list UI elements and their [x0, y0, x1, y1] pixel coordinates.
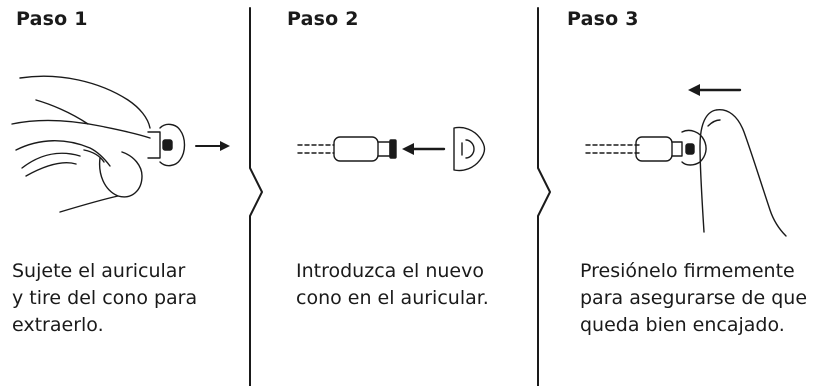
step-2-title: Paso 2 — [287, 8, 359, 30]
arrow-left-icon-step-2 — [402, 143, 446, 155]
divider-2 — [537, 7, 551, 386]
step-1-title: Paso 1 — [16, 8, 88, 30]
step-1-text: Sujete el auricular y tire del cono para… — [12, 260, 198, 336]
finger-icon — [699, 109, 787, 237]
arrow-right-icon — [195, 141, 230, 151]
step-2-text: Introduzca el nuevo cono en el auricular… — [296, 260, 489, 309]
step-3-title: Paso 3 — [567, 8, 639, 30]
arrow-left-icon-step-3 — [688, 84, 742, 96]
earphone-icon-step-1 — [147, 123, 186, 167]
divider-1 — [249, 7, 263, 386]
earphone-icon-step-2 — [297, 136, 397, 162]
earphone-icon-step-3 — [585, 129, 707, 166]
step-3-text: Presiónelo firmemente para asegurarse de… — [580, 260, 808, 336]
ear-tip-icon — [453, 126, 486, 172]
hand-icon — [11, 75, 151, 213]
